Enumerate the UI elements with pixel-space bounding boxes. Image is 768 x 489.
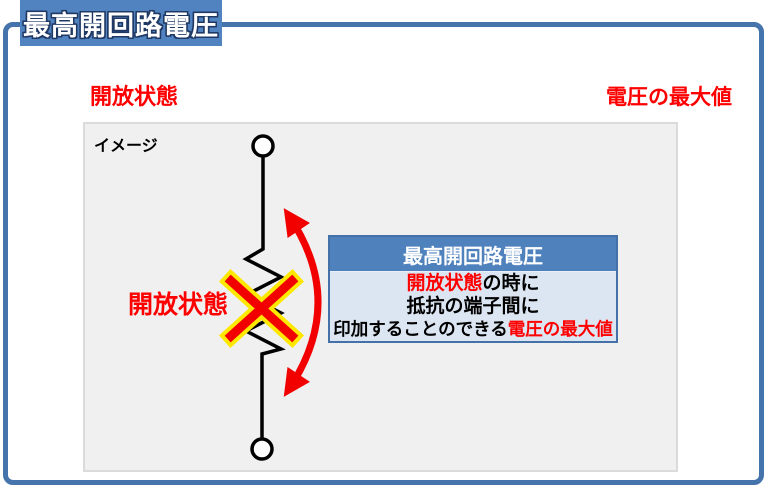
slide-border — [3, 22, 764, 485]
callout-line2-text: 抵抗の端子間に — [406, 296, 540, 317]
callout-line-3: 印加することのできる電圧の最大値 — [333, 318, 612, 341]
top-keyword-open-state: 開放状態 — [90, 84, 179, 109]
callout-line-2: 抵抗の端子間に — [406, 295, 539, 318]
bottom-terminal-icon — [250, 437, 274, 461]
top-terminal-icon — [251, 134, 275, 158]
curved-double-arrow-icon — [283, 208, 322, 397]
open-state-label: 開放状態 — [128, 291, 229, 319]
callout-line3-black: 印加することのできる — [333, 319, 508, 339]
callout-body: 開放状態の時に 抵抗の端子間に 印加することのできる電圧の最大値 — [330, 272, 616, 341]
callout-line1-black: の時に — [482, 273, 540, 294]
callout-line1-red: 開放状態 — [406, 273, 483, 294]
callout-header: 最高開回路電圧 — [330, 237, 616, 272]
definition-callout: 最高開回路電圧 開放状態の時に 抵抗の端子間に 印加することのできる電圧の最大値 — [328, 235, 618, 343]
x-cross-icon — [218, 268, 305, 349]
callout-line-1: 開放状態の時に — [406, 272, 539, 295]
callout-line3-red: 電圧の最大値 — [507, 319, 613, 339]
slide-title-box: 最高開回路電圧 — [20, 0, 222, 46]
slide-title: 最高開回路電圧 — [23, 10, 219, 41]
image-panel-label: イメージ — [94, 138, 158, 155]
top-keyword-max-voltage: 電圧の最大値 — [606, 86, 732, 109]
